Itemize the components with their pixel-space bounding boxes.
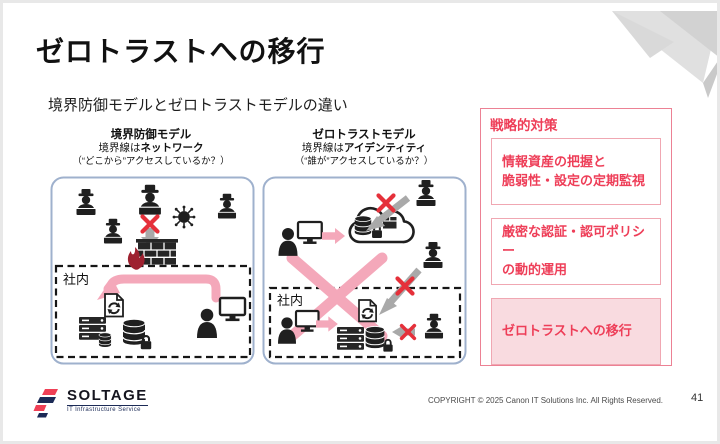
firewall-icon [127,239,178,270]
database-icon [98,332,112,348]
blocked-path-arrowhead [366,216,385,231]
perimeter-question: （“どこから”アクセスしているか？） [72,155,230,167]
strategy-panel: 戦略的対策 情報資産の把握と 脆弱性・設定の定期監視 厳密な認証・認可ポリシー … [480,108,672,366]
file-sync-icon [358,299,378,323]
blocked-path-arrowhead [392,325,403,339]
strategy-item-zerotrust-migration: ゼロトラストへの移行 [491,298,661,365]
server-rack-icon [337,327,364,350]
zone-label: 社内 [63,272,89,287]
logo-name: SOLTAGE [67,387,148,404]
database-icon [365,325,385,349]
internal-zone-box [54,264,252,359]
strategy-item-auth-policy: 厳密な認証・認可ポリシー の動的運用 [491,218,661,285]
blocked-path-arrowhead [379,298,397,315]
zerotrust-model-title: ゼロトラストモデル [312,129,416,141]
zerotrust-model-diagram: 社内 [262,176,467,365]
flame-icon [127,247,145,270]
zerotrust-question: （“誰が”アクセスしているか？） [294,155,434,167]
database-icon [122,318,146,346]
package-icon [383,217,397,229]
zerotrust-model-heading: ゼロトラストモデル 境界線はアイデンティティ （“誰が”アクセスしているか？） [253,128,475,167]
strategy-item-asset-monitoring: 情報資産の把握と 脆弱性・設定の定期監視 [491,138,661,205]
corner-decoration [612,11,720,98]
page-number: 41 [691,392,704,404]
perimeter-boundary-line: 境界線はネットワーク [98,142,204,155]
internal-zone-box [268,286,462,359]
virus-icon [171,204,197,230]
strategy-panel-header: 戦略的対策 [490,118,558,133]
logo-tagline: IT Infrastructure Service [67,405,148,413]
perimeter-model-heading: 境界防御モデル 境界線はネットワーク （“どこから”アクセスしているか？） [40,128,262,167]
cloud-database-icon [354,215,372,236]
page-title: ゼロトラストへの移行 [36,36,326,67]
perimeter-model-diagram: 社内 [50,176,255,365]
copyright-text: COPYRIGHT © 2025 Canon IT Solutions Inc.… [427,396,663,405]
soltage-logo-icon [33,389,58,418]
zone-label: 社内 [277,293,303,308]
slide-subtitle: 境界防御モデルとゼロトラストモデルの違い [48,97,348,114]
soltage-logo: SOLTAGE IT Infrastructure Service [33,388,148,418]
zerotrust-boundary-line: 境界線はアイデンティティ [301,142,427,155]
file-sync-icon [104,293,124,318]
blocked-access-arrow [141,228,159,247]
perimeter-model-title: 境界防御モデル [110,129,192,141]
